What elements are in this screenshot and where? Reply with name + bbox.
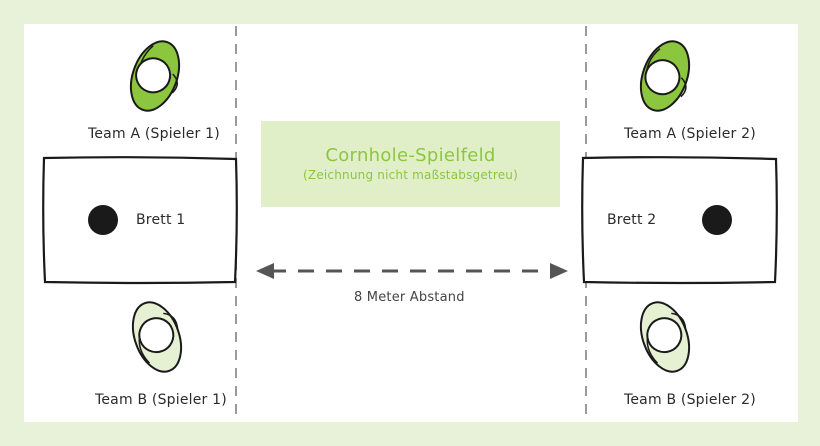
title-box: Cornhole-Spielfeld (Zeichnung nicht maßs… — [261, 121, 560, 207]
team-b-player-1-icon — [131, 301, 183, 373]
label-team-a-player-2: Team A (Spieler 2) — [624, 126, 756, 142]
distance-double-arrow-icon — [256, 263, 568, 279]
team-a-player-2-icon — [639, 40, 691, 112]
diagram-title: Cornhole-Spielfeld — [325, 145, 496, 166]
label-board-2: Brett 2 — [607, 212, 657, 228]
board-2-hole-icon — [702, 205, 732, 235]
team-a-player-1-icon — [129, 40, 181, 112]
label-team-b-player-1: Team B (Spieler 1) — [95, 392, 227, 408]
label-board-1: Brett 1 — [136, 212, 186, 228]
distance-label: 8 Meter Abstand — [354, 290, 465, 305]
board-1-hole-icon — [88, 205, 118, 235]
label-team-b-player-2: Team B (Spieler 2) — [624, 392, 756, 408]
label-team-a-player-1: Team A (Spieler 1) — [88, 126, 220, 142]
diagram-subtitle: (Zeichnung nicht maßstabsgetreu) — [303, 168, 518, 182]
board-2 — [581, 156, 778, 285]
team-b-player-2-icon — [639, 301, 691, 373]
board-1 — [42, 156, 238, 285]
